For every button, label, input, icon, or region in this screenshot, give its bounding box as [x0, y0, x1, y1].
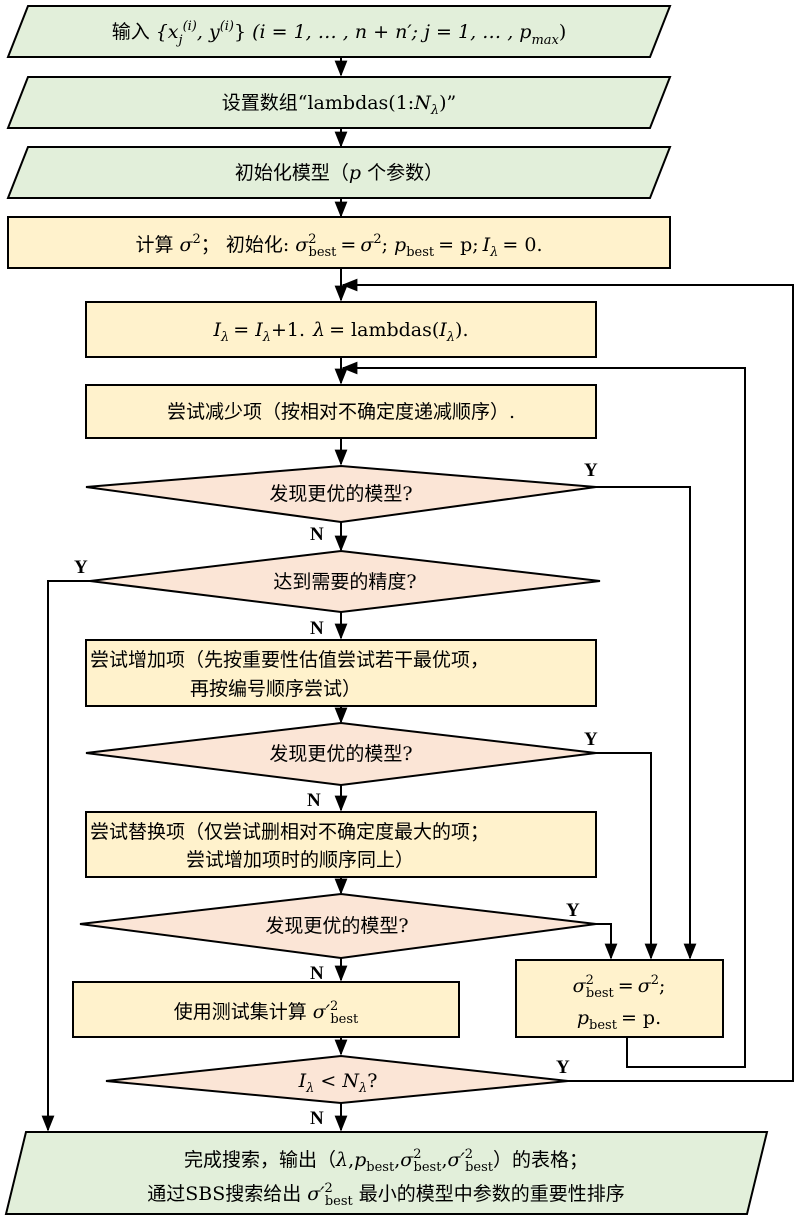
better1-diamond — [85, 464, 597, 524]
arrow-better3-yes — [596, 923, 618, 960]
replace-box — [85, 811, 597, 878]
label-y-better3: Y — [566, 900, 580, 921]
better1-text: 发现更优的模型? — [269, 483, 412, 505]
label-y-loop: Y — [556, 1057, 570, 1078]
set-array-box — [6, 76, 672, 129]
precision-diamond — [89, 549, 601, 614]
output-box — [4, 1131, 769, 1215]
arrow-better2-yes — [596, 752, 658, 960]
better2-text: 发现更优的模型? — [269, 743, 412, 765]
set-array-text: 设置数组“lambdas(1:Nλ)” — [222, 92, 456, 118]
init-model-text: 初始化模型（p 个参数） — [235, 162, 443, 184]
arrow-update-to-reduce — [341, 361, 746, 1068]
reduce-box — [85, 384, 597, 439]
label-n-better2: N — [307, 790, 321, 811]
connectors — [41, 57, 794, 1132]
better3-text: 发现更优的模型? — [265, 915, 408, 937]
loop-check-diamond — [105, 1054, 569, 1105]
lambda-step-text: Iλ= Iλ+1.λ= lambdas(Iλ). — [212, 319, 468, 345]
update-best-line2: pbest= p. — [577, 1007, 661, 1033]
label-n-loop: N — [310, 1108, 324, 1129]
better3-diamond — [79, 892, 597, 960]
label-n-better1: N — [310, 524, 324, 545]
label-n-better3: N — [310, 963, 324, 984]
lambda-step-box — [85, 301, 597, 358]
input-text: 输入{xj(i), y(i)}(i = 1, … , n + n′; j = 1… — [112, 19, 567, 48]
add-terms-line1: 尝试增加项（先按重要性估值尝试若干最优项， — [90, 649, 489, 671]
update-best-box — [515, 959, 724, 1038]
arrow-loop-yes — [341, 278, 794, 1082]
label-y-better2: Y — [584, 729, 598, 750]
reduce-text: 尝试减少项（按相对不确定度递减顺序）. — [167, 401, 515, 423]
arrow-better1-yes — [596, 486, 697, 960]
better2-diamond — [85, 721, 597, 787]
add-terms-line2: 再按编号顺序尝试） — [190, 678, 361, 700]
loop-check-text: Iλ<Nλ? — [298, 1070, 378, 1096]
compute-box — [7, 216, 671, 269]
arrow-precision-yes — [41, 580, 90, 1132]
label-y-precision: Y — [74, 557, 88, 578]
precision-text: 达到需要的精度? — [273, 571, 416, 593]
add-terms-box — [85, 639, 597, 707]
label-n-precision: N — [310, 618, 324, 639]
init-model-box — [6, 146, 672, 199]
input-box — [6, 5, 672, 58]
replace-line2: 尝试增加项时的顺序同上） — [186, 849, 414, 871]
replace-line1: 尝试替换项（仅尝试删相对不确定度最大的项； — [90, 821, 489, 843]
label-y-better1: Y — [584, 460, 598, 481]
test-set-box — [72, 981, 460, 1038]
